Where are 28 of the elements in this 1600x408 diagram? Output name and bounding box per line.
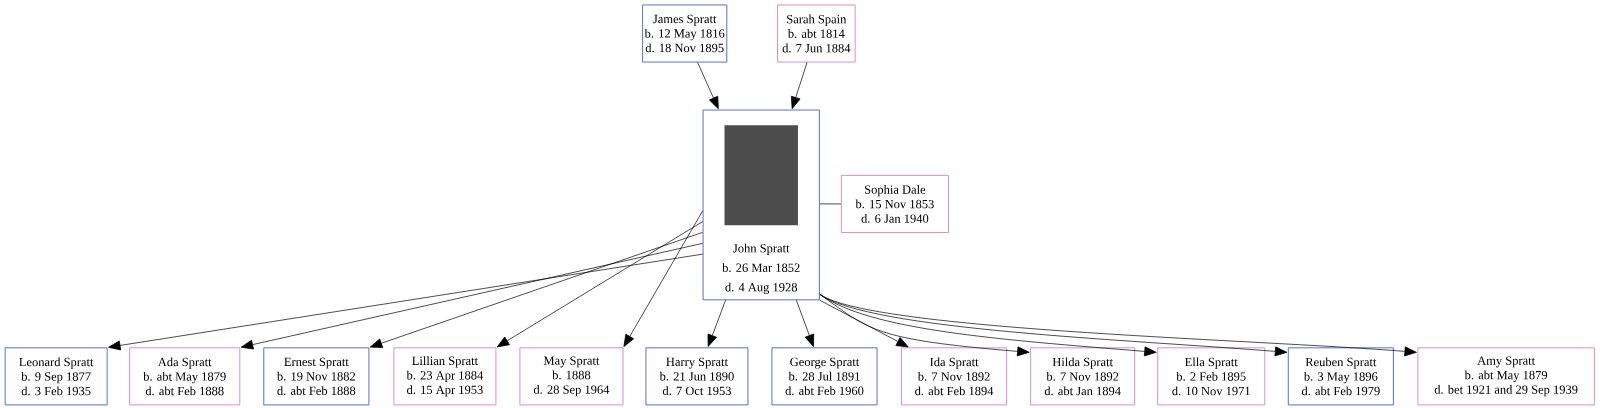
person-box: Ida Spratt b. 7 Nov 1892 d. abt Feb 1894 <box>901 347 1008 406</box>
person-box: Hilda Spratt b. 7 Nov 1892 d. abt Jan 1894 <box>1030 347 1136 406</box>
arrow <box>697 62 719 110</box>
person-box: May Spratt b. 1888 d. 28 Sep 1964 <box>519 347 624 406</box>
arrow <box>819 299 909 348</box>
arrow <box>819 293 1030 357</box>
person-box: James Spratt b. 12 May 1816 d. 18 Nov 1895 <box>642 4 728 63</box>
person-box: Ada Spratt b. abt May 1879 d. abt Feb 1888 <box>129 347 241 406</box>
arrow <box>496 221 704 348</box>
arrow <box>240 243 704 350</box>
person-box: Ernest Spratt b. 19 Nov 1882 d. abt Feb 1888 <box>263 347 370 406</box>
arrow <box>796 299 815 347</box>
arrow <box>108 253 704 351</box>
person-box: Ella Spratt b. 2 Feb 1895 d. 10 Nov 1971 <box>1157 347 1266 406</box>
person-box: Lillian Spratt b. 23 Apr 1884 d. 15 Apr 1953 <box>393 347 497 406</box>
arrow <box>791 62 808 110</box>
person-box: John Spratt b. 26 Mar 1852 d. 4 Aug 1928 <box>702 109 820 301</box>
person-box: Harry Spratt b. 21 Jun 1890 d. 7 Oct 1953 <box>645 347 749 406</box>
person-box: Amy Spratt b. abt May 1879 d. bet 1921 and 29 Sep 1939 <box>1417 347 1595 406</box>
person-box: Reuben Spratt b. 3 May 1896 d. abt Feb 1979 <box>1287 347 1394 406</box>
arrow <box>623 210 704 347</box>
arrow <box>369 232 704 348</box>
person-box: Leonard Spratt b. 9 Sep 1877 d. 3 Feb 1935 <box>4 347 108 406</box>
person-box: Sarah Spain b. abt 1814 d. 7 Jun 1884 <box>777 4 856 63</box>
person-box: George Spratt b. 28 Jul 1891 d. abt Feb 1960 <box>771 347 878 406</box>
arrow <box>707 299 726 347</box>
person-box: Sophia Dale b. 15 Nov 1853 d. 6 Jan 1940 <box>840 174 949 233</box>
arrow <box>819 293 1417 357</box>
